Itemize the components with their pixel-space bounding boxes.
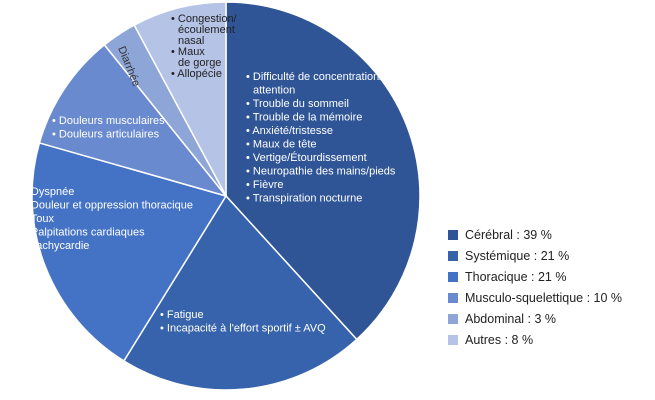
slice-label: • Douleur et oppression thoracique [24,200,193,212]
slice-label: • Douleurs articulaires [52,129,160,141]
pie-slice [133,1,227,197]
legend-swatch [448,271,458,282]
slice-label: • Toux [24,213,54,225]
slice-label: • Dyspnée [24,186,74,198]
legend: Cérébral : 39 % Systémique : 21 % Thoraciq… [448,224,622,350]
slice-label: nasal [178,35,204,47]
legend-item: Thoracique : 21 % [448,266,622,287]
pie-slice [225,1,421,341]
pie-slice [122,194,358,391]
legend-label: Thoracique : 21 % [465,269,567,284]
slice-label: • Allopécie [171,68,222,80]
slice-label: • Difficulté de concentration/ [246,71,383,83]
legend-item: Cérébral : 39 % [448,224,622,245]
slice-label: attention [253,85,295,97]
slice-label: • Neuropathie des mains/pieds [246,166,396,178]
legend-label: Cérébral : 39 % [465,227,552,242]
slice-label: • Douleurs musculaires [52,115,165,127]
slice-label: • Congestion/ [171,13,238,25]
slice-label: • Trouble du sommeil [246,98,349,110]
legend-swatch [448,250,458,261]
slice-label-group: • Dyspnée • Douleur et oppression thoraci… [24,186,193,252]
legend-item: Musculo-squelettique : 10 % [448,287,622,308]
legend-swatch [448,292,458,303]
legend-item: Systémique : 21 % [448,245,622,266]
legend-item: Abdominal : 3 % [448,308,622,329]
legend-swatch [448,313,458,324]
legend-swatch [448,229,458,240]
slice-label: • Incapacité à l'effort sportif ± AVQ [160,323,326,335]
slice-label: • Palpitations cardiaques [24,227,145,239]
legend-label: Abdominal : 3 % [465,311,557,326]
slice-label-group: • Fatigue • Incapacité à l'effort sportif… [160,309,326,335]
slice-label-group: • Douleurs musculaires • Douleurs articul… [52,115,165,141]
slice-label: • Anxiété/tristesse [246,125,333,137]
legend-label: Musculo-squelettique : 10 % [465,290,623,305]
legend-item: Autres : 8 % [448,329,622,350]
legend-swatch [448,334,458,345]
slice-label: • Maux [171,46,205,58]
slice-label: • Fièvre [246,179,283,191]
legend-label: Systémique : 21 % [465,248,570,263]
slice-label: • Transpiration nocturne [246,193,362,205]
slice-label-group: • Difficulté de concentration/attention•… [246,71,396,205]
slice-label: • Trouble de la mémoire [246,112,362,124]
slice-label: • Vertige/Étourdissement [246,151,367,164]
slice-label: écoulement [178,24,235,36]
slice-label: • Tachycardie [24,240,89,252]
slice-label: de gorge [178,57,221,69]
pie-slice [38,43,229,198]
legend-label: Autres : 8 % [465,332,534,347]
pie-slice [31,141,228,362]
slice-label: • Maux de tête [246,139,317,151]
slice-label: • Fatigue [160,309,204,321]
